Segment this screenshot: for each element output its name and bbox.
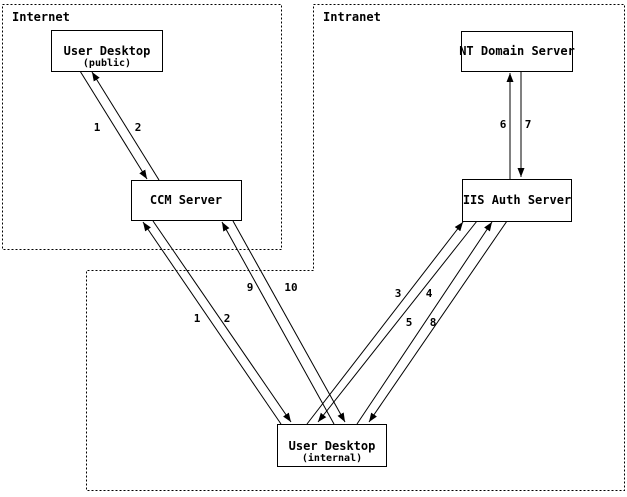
- connection-line-5-internal-to-iis: [356, 221, 493, 425]
- node-iis-auth-server: IIS Auth Server: [462, 179, 572, 222]
- connection-label: 10: [284, 281, 297, 294]
- connection-label: 4: [426, 287, 433, 300]
- connection-line-4-iis-to-internal: [317, 220, 478, 423]
- node-title: CCM Server: [150, 193, 222, 207]
- connection-label: 2: [224, 312, 231, 325]
- node-title: IIS Auth Server: [463, 193, 571, 207]
- node-box: [462, 179, 572, 222]
- node-title: User Desktop: [64, 44, 151, 58]
- intranet-region-label: Intranet: [323, 10, 381, 24]
- connection-label: 1: [194, 312, 201, 325]
- connection-line-1-internal-to-ccm: [142, 221, 282, 425]
- connection-label: 2: [135, 121, 142, 134]
- connection-label: 1: [94, 121, 101, 134]
- node-subtitle: (internal): [302, 452, 362, 464]
- connection-label: 5: [406, 316, 413, 329]
- intranet-region-border: [86, 4, 625, 491]
- node-nt-domain-server: NT Domain Server: [459, 31, 575, 72]
- connection-label: 3: [395, 287, 402, 300]
- node-box: [131, 180, 242, 221]
- connection-label: 6: [500, 118, 507, 131]
- node-user-desktop-internal: User Desktop (internal): [277, 424, 387, 467]
- internet-region-border: [2, 4, 282, 250]
- connection-line-8-iis-to-internal: [368, 220, 508, 423]
- node-ccm-server: CCM Server: [131, 180, 242, 221]
- connection-line-3-internal-to-iis: [306, 221, 464, 425]
- node-box: [51, 30, 163, 72]
- connection-line-1-public-to-ccm: [79, 70, 148, 180]
- connection-label: 7: [525, 118, 532, 131]
- connection-line-9-internal-to-ccm: [221, 221, 335, 425]
- node-box: [461, 31, 573, 72]
- node-box: [277, 424, 387, 467]
- connections-layer: 1 2 1 2 9 10 3 4 5 8 6 7: [79, 70, 532, 425]
- node-user-desktop-public: User Desktop (public): [51, 30, 163, 72]
- node-subtitle: (public): [83, 57, 131, 69]
- internet-region-label: Internet: [12, 10, 70, 24]
- connection-line-2-ccm-to-internal: [152, 220, 292, 423]
- node-title: NT Domain Server: [459, 44, 575, 58]
- node-title: User Desktop: [289, 439, 376, 453]
- connection-line-2-ccm-to-public: [91, 71, 160, 181]
- connection-line-10-ccm-to-internal: [232, 220, 346, 423]
- connection-label: 8: [430, 316, 437, 329]
- connection-label: 9: [247, 281, 254, 294]
